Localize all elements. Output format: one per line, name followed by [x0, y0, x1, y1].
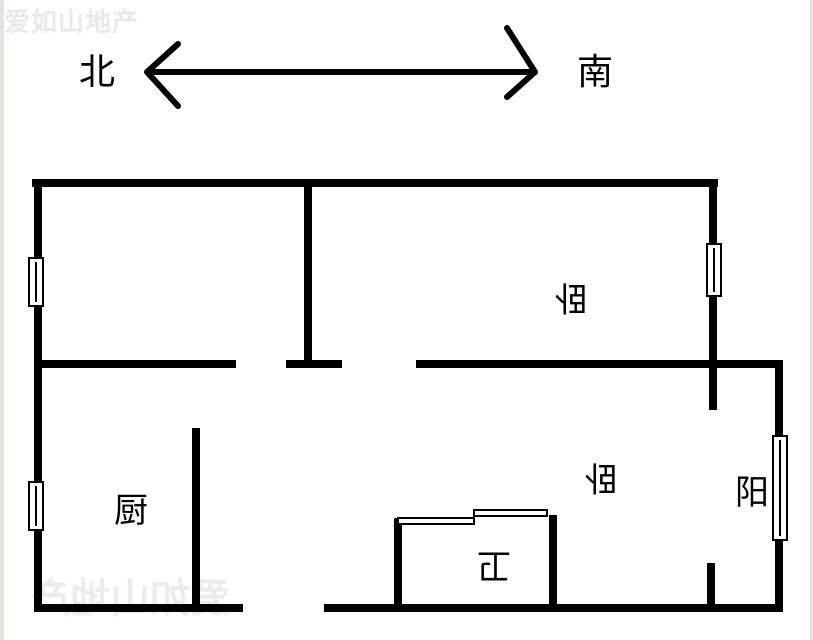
watermark-top: 爱如山地产 — [4, 8, 140, 38]
windows — [28, 243, 788, 541]
left-frame-edge — [0, 0, 4, 640]
room-label-balcony: 阳 — [735, 473, 769, 513]
walls — [32, 179, 783, 612]
bathroom-top-edge — [397, 509, 548, 525]
room-label-bedroom-main: 卧 — [584, 457, 618, 497]
north-label: 北 — [79, 52, 116, 93]
south-label: 南 — [577, 52, 614, 93]
window-left-lower — [28, 481, 44, 531]
room-label-bathroom: 卫 — [477, 545, 511, 585]
window-right-upper — [706, 243, 722, 297]
right-frame-edge — [810, 0, 813, 640]
window-left-upper — [28, 257, 44, 307]
room-label-kitchen: 厨 — [114, 491, 148, 531]
room-label-bedroom-top: 卧 — [554, 277, 588, 317]
compass-arrow — [144, 25, 538, 109]
window-balcony — [772, 435, 788, 541]
